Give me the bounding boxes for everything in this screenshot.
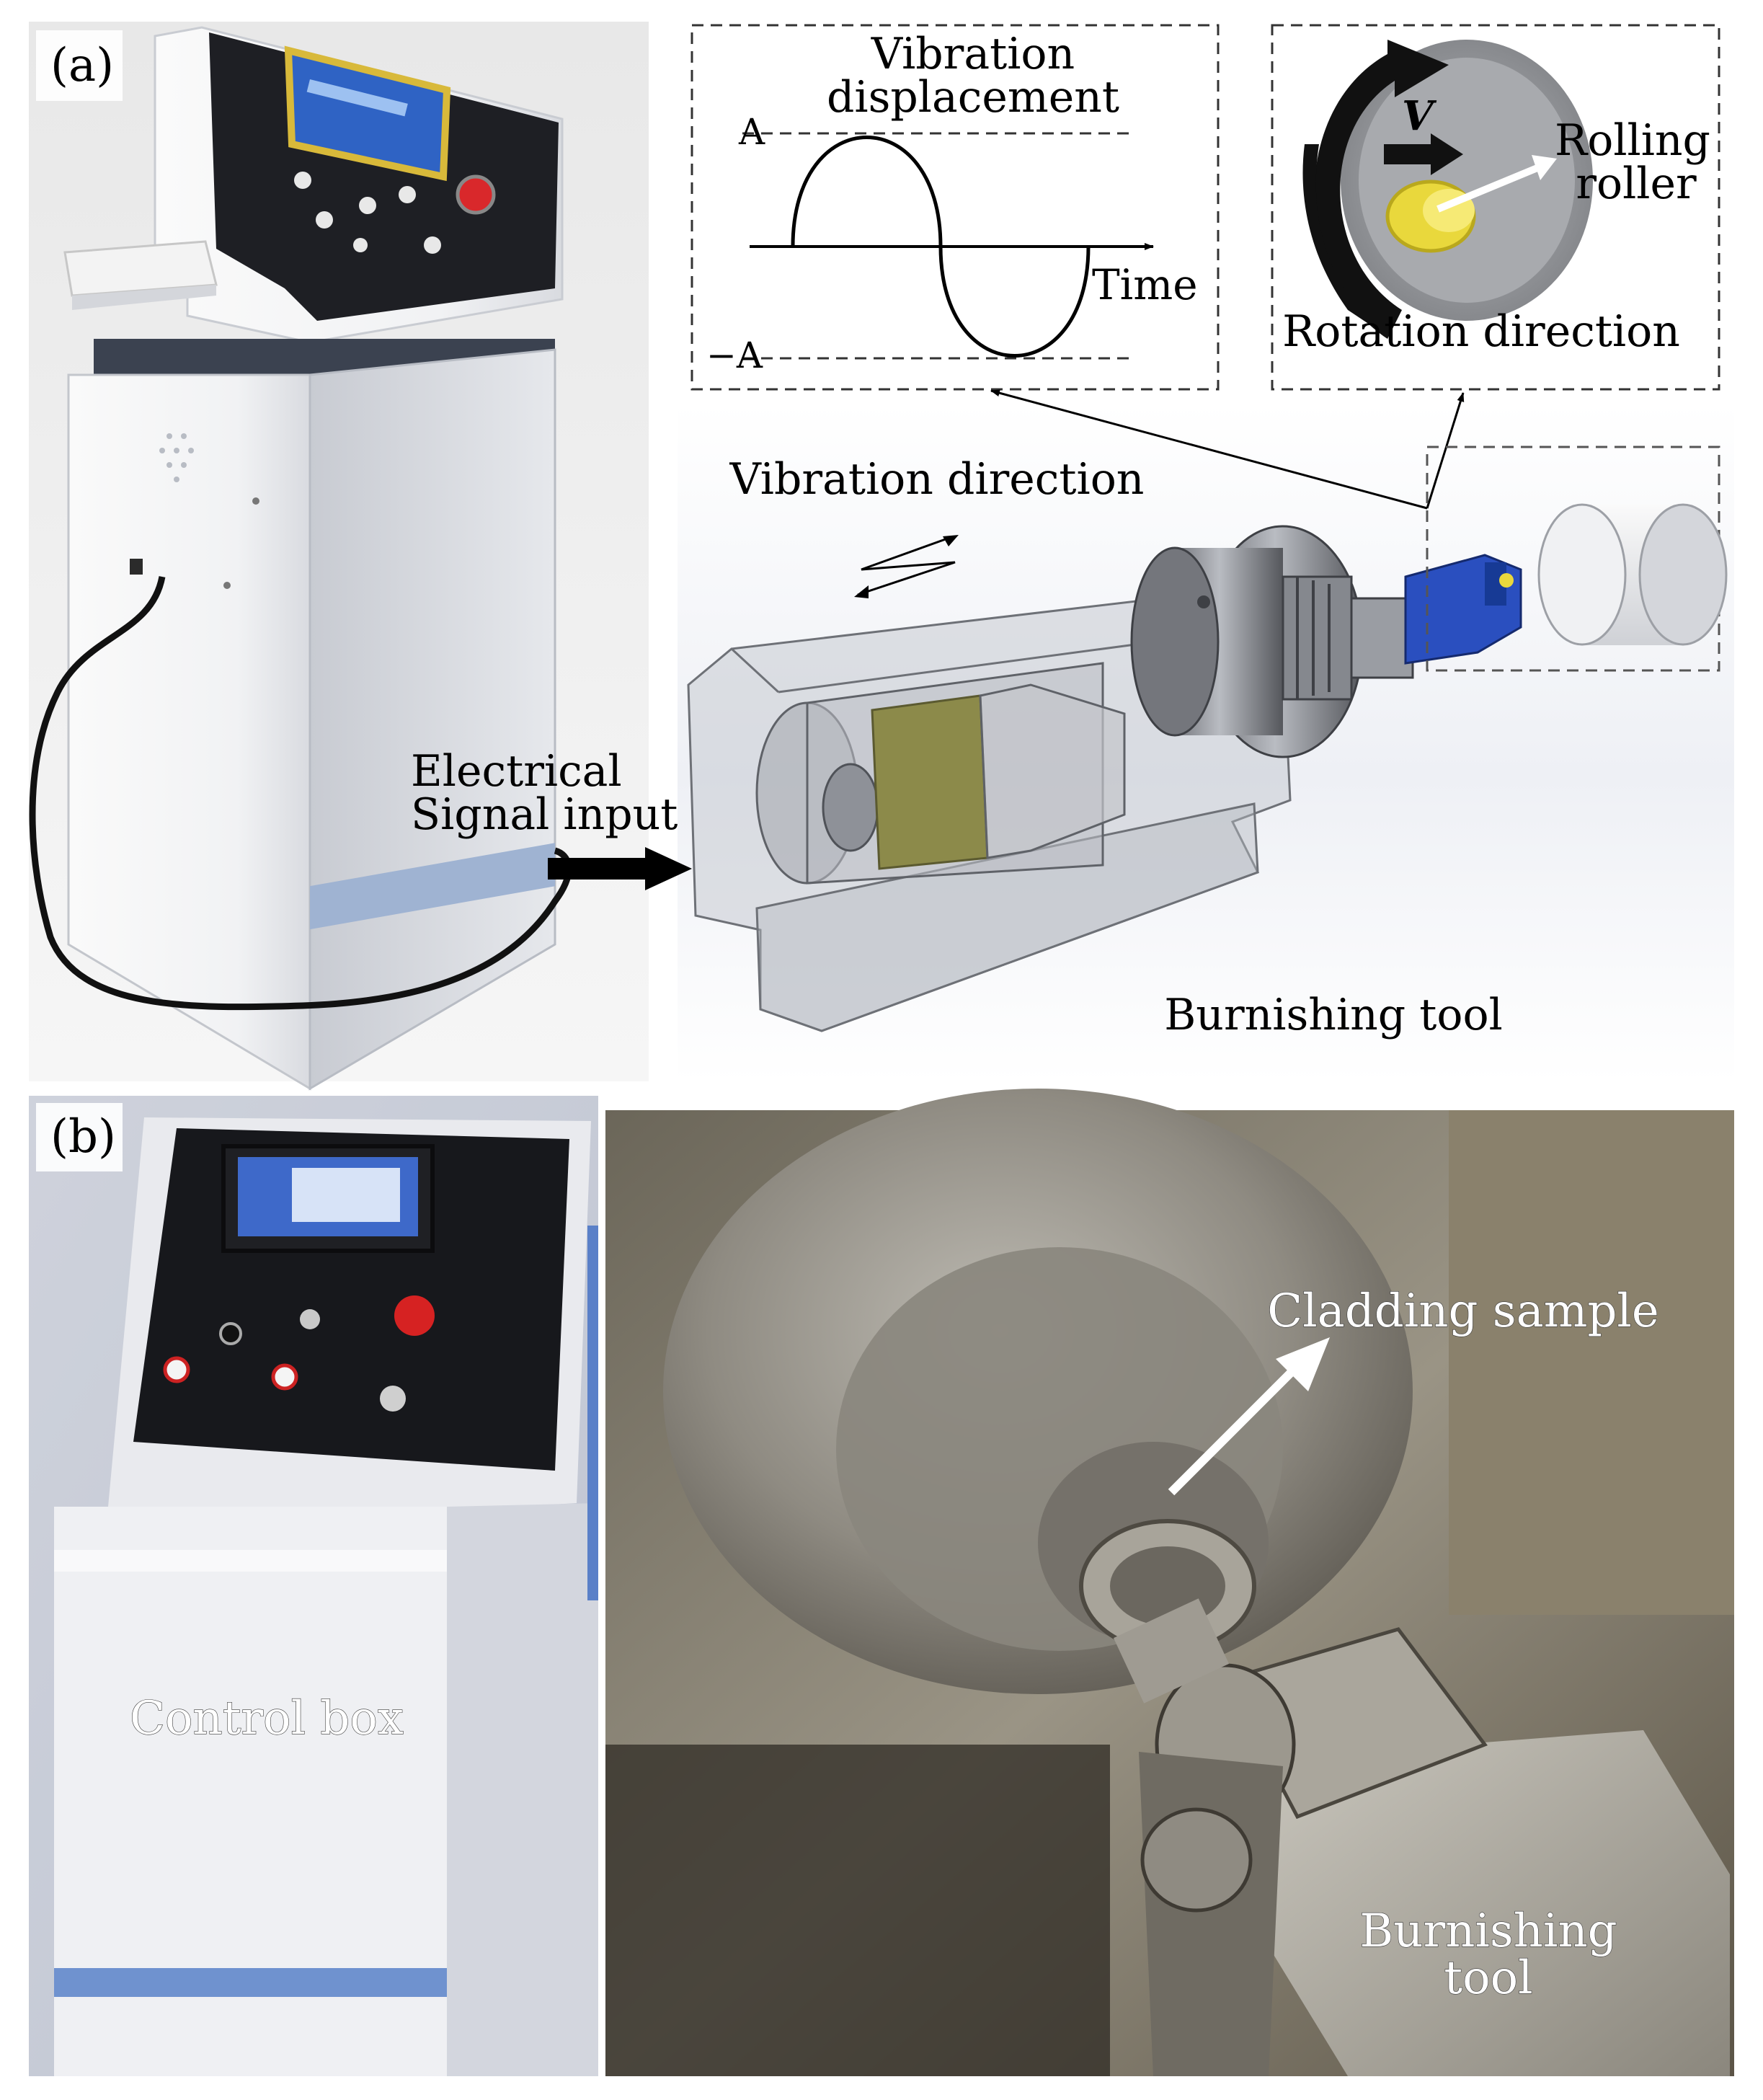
signal-input-label-line1: Electrical — [411, 746, 622, 797]
photo-burnishing-tool-label-line2: tool — [1444, 1951, 1532, 2005]
burnishing-tool-label: Burnishing tool — [1164, 990, 1503, 1040]
waveform-title-line1: Vibration — [871, 29, 1075, 79]
touch-screen — [284, 45, 451, 182]
amplitude-negative-label: −A — [706, 335, 763, 376]
feed-direction-arrow — [1384, 144, 1431, 164]
lathe-photo — [605, 1089, 1734, 2076]
photo-key-switch — [380, 1386, 406, 1412]
rotation-arrow — [1314, 40, 1449, 339]
rolling-roller-label-line1: Rolling — [1555, 115, 1710, 166]
callout-arrow-roller — [1426, 392, 1465, 509]
panel-a-tag: (a) — [50, 39, 114, 92]
emergency-stop-button — [456, 174, 496, 215]
console-button — [353, 238, 368, 252]
roller-inset: V Rolling roller Rotation direction — [1271, 24, 1720, 391]
panel-a: (a) Vibration displacement A −A Time V — [29, 22, 1734, 1091]
photo-tool-block — [1269, 1730, 1730, 2076]
burnishing-tool-model — [687, 446, 1728, 1032]
sine-wave — [791, 136, 1091, 358]
panel-b-tag: (b) — [50, 1110, 116, 1164]
console-button — [399, 186, 416, 203]
vent-grille — [159, 433, 194, 482]
sample-pointer-arrow — [1168, 1366, 1297, 1496]
rolling-roller-label-line2: roller — [1576, 159, 1697, 209]
waveform-inset: Vibration displacement A −A Time — [690, 24, 1220, 391]
signal-input-arrow — [548, 858, 645, 880]
panel-b-tag-box — [36, 1103, 123, 1171]
photo-burnishing-tool-label-line1: Burnishing — [1359, 1905, 1617, 1958]
amplitude-positive-label: A — [738, 111, 765, 153]
signal-cable — [29, 576, 572, 1011]
waveform-inset-frame — [690, 24, 1220, 391]
vibration-direction-label: Vibration direction — [729, 454, 1145, 505]
control-cabinet-render — [29, 26, 572, 1091]
control-box-photo — [29, 1096, 598, 2076]
roller-pointer-arrow — [1436, 162, 1544, 213]
photo-indicator — [271, 1363, 298, 1391]
console-button — [424, 236, 441, 254]
signal-input-label-line2: Signal input — [411, 789, 678, 840]
time-axis-label: Time — [1092, 260, 1198, 309]
control-box-label: Control box — [130, 1692, 404, 1745]
callout-arrow-waveform — [990, 389, 1428, 510]
photo-knob — [300, 1309, 320, 1329]
console-button — [359, 197, 376, 214]
panel-a-tag-box — [36, 30, 123, 101]
cladding-sample-label: Cladding sample — [1267, 1285, 1659, 1338]
console-button — [294, 172, 311, 189]
piezo-stack — [871, 694, 989, 870]
workpiece-cylinder — [1537, 503, 1728, 646]
photo-emergency-stop — [394, 1295, 435, 1336]
waveform-title-line2: displacement — [827, 72, 1119, 123]
velocity-label: V — [1402, 92, 1437, 140]
rotation-direction-label: Rotation direction — [1282, 306, 1680, 357]
panel-b: (b) Control box Cladding sample Burnishi… — [29, 1089, 1734, 2076]
photo-indicator — [163, 1356, 190, 1383]
console-button — [316, 211, 333, 229]
vibration-direction-symbol — [857, 536, 956, 596]
photo-knob — [219, 1322, 242, 1345]
